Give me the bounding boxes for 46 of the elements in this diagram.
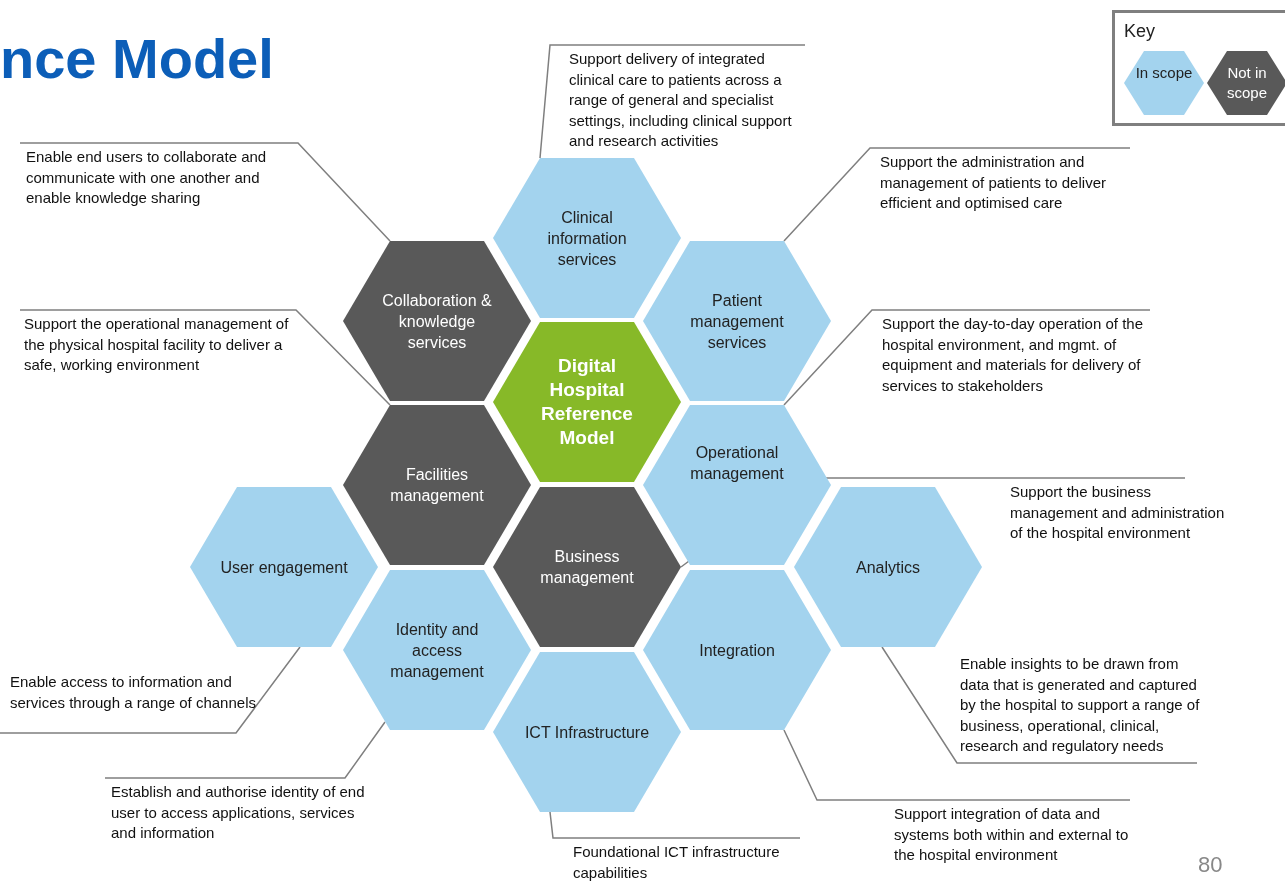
tile-label: Integration [698,640,776,661]
leader-line [19,309,391,406]
tile-label: Collaboration & knowledge services [381,290,493,353]
description-text: Establish and authorise identity of end user to access applications, services and information [105,778,367,844]
hexagon-tile [493,487,681,647]
tile-label: ICT Infrastructure [523,722,651,743]
description-text: Support the day-to-day operation of the hospital environment, and mgmt. of equipment and materials for delivery of services to stakeholders [872,310,1152,396]
hexagon-tile [493,322,681,482]
hexagon-tile [190,487,378,647]
legend-label: Not in scope [1226,63,1268,103]
tile-label: Identity and access management [389,619,485,682]
hexagon-tile [343,241,531,401]
tile-label: User engagement [220,557,348,578]
description-text: Support the administration and management of patients to deliver efficient and optimised care [870,148,1132,214]
leader-line [783,729,1131,801]
leader-line [549,811,801,839]
page-number: 80 [1198,852,1223,878]
leader-line [19,142,391,242]
tile-label: Patient management services [689,290,785,353]
hexagon-tile [493,652,681,812]
tile-label: Operational management [689,443,785,484]
description-text: Support the business management and administration of the hospital environment [1005,478,1230,544]
leader-line [881,646,1198,764]
center-title: Digital Hospital Reference Model [540,354,634,450]
description-text: Enable end users to collaborate and communicate with one another and enable knowledge sharing [20,143,300,209]
leader-line [0,646,301,734]
hexagon-tile [794,487,982,647]
page-title: nce Model [0,26,274,91]
hexagon-tile [493,158,681,318]
leader-line [783,309,1151,406]
leader-line [783,147,1131,242]
description-text: Foundational ICT infrastructure capabilities [553,838,803,883]
description-text: Support delivery of integrated clinical care to patients across a range of general and specialist settings, including clinical support and research activities [550,45,812,152]
description-text: Support the operational management of the physical hospital facility to deliver a safe, working environment [20,310,298,376]
description-text: Enable access to information and services through a range of channels [8,668,258,733]
description-text: Support integration of data and systems both within and external to the hospital environment [817,800,1130,866]
key-heading: Key [1124,21,1156,42]
hexagon-tile [643,241,831,401]
description-text: Enable insights to be drawn from data that is generated and captured by the hospital to support a range of business, operational, clinical, research and regulatory needs [955,650,1200,763]
hexagon-tile [643,405,831,565]
tile-label: Facilities management [389,465,485,506]
tile-label: Clinical information services [546,207,628,270]
tile-label: Business management [539,547,635,588]
leader-line [104,721,386,779]
legend-label: In scope [1134,63,1194,83]
tile-label: Analytics [855,557,921,578]
